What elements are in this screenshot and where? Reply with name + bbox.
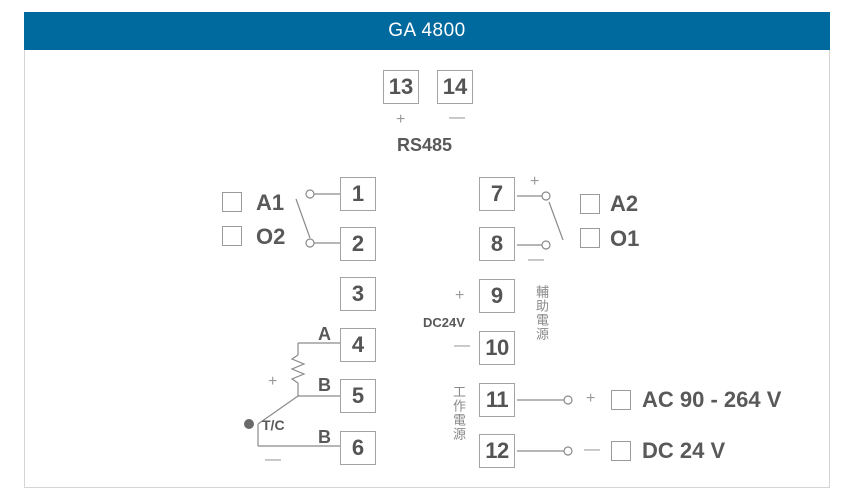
- alarm-a2-label: A2: [610, 191, 639, 216]
- terminal-6: 6: [340, 431, 376, 465]
- relay-switch-right: [548, 201, 564, 241]
- aux-power-vertical-label: 輔助電源: [534, 285, 549, 341]
- terminal-13: 13: [383, 70, 419, 104]
- dc-minus-sign: —: [584, 441, 600, 458]
- terminal-11: 11: [479, 383, 515, 417]
- wire-label-b-lower: B: [318, 427, 331, 447]
- terminal-4: 4: [340, 328, 376, 362]
- checkbox-ac[interactable]: [611, 390, 631, 410]
- ac-plus-sign: +: [586, 390, 596, 407]
- model-title: GA 4800: [388, 20, 466, 41]
- relay-minus-sign: —: [528, 251, 544, 268]
- node-dc: [563, 446, 573, 456]
- terminal-1: 1: [340, 177, 376, 211]
- checkbox-dc[interactable]: [611, 441, 631, 461]
- checkbox-a1[interactable]: [222, 192, 242, 212]
- header-bar: GA 4800: [24, 12, 830, 50]
- rs485-label: RS485: [397, 135, 453, 155]
- relay-switch-left: [295, 198, 311, 239]
- tc-label: T/C: [262, 417, 285, 433]
- aux-minus-sign: —: [454, 337, 470, 354]
- contact-node-8: [541, 240, 551, 250]
- output-o1-label: O1: [610, 226, 640, 251]
- contact-node-2: [305, 238, 315, 248]
- contact-node-7: [541, 191, 551, 201]
- output-o2-label: O2: [256, 224, 286, 249]
- terminal-8: 8: [479, 227, 515, 261]
- terminal-7: 7: [479, 177, 515, 211]
- node-ac: [563, 395, 573, 405]
- aux-voltage-label: DC24V: [423, 315, 465, 330]
- tc-minus-sign: —: [265, 451, 281, 468]
- terminal-14: 14: [437, 70, 473, 104]
- terminal-3: 3: [340, 277, 376, 311]
- ac-supply-label: AC 90 - 264 V: [642, 387, 782, 412]
- wire-label-a: A: [318, 324, 331, 344]
- tc-junction-dot: [244, 419, 254, 429]
- rs485-plus-sign: +: [396, 111, 406, 128]
- dc-supply-label: DC 24 V: [642, 438, 726, 463]
- terminal-12: 12: [479, 434, 515, 468]
- terminal-10: 10: [479, 331, 515, 365]
- checkbox-a2[interactable]: [580, 194, 600, 214]
- resistor-symbol: [290, 354, 306, 384]
- rs485-minus-sign: —: [449, 109, 465, 126]
- relay-plus-sign: +: [530, 173, 540, 190]
- aux-plus-sign: +: [455, 287, 465, 304]
- terminal-2: 2: [340, 227, 376, 261]
- checkbox-o2[interactable]: [222, 226, 242, 246]
- main-power-vertical-label: 工作電源: [451, 385, 466, 441]
- wire-label-b-upper: B: [318, 375, 331, 395]
- alarm-a1-label: A1: [256, 190, 285, 215]
- contact-node-1: [305, 189, 315, 199]
- tc-plus-sign: +: [268, 373, 278, 390]
- terminal-9: 9: [479, 279, 515, 313]
- checkbox-o1[interactable]: [580, 228, 600, 248]
- tc-lead-plus: [257, 395, 299, 425]
- terminal-5: 5: [340, 379, 376, 413]
- wiring-panel: [24, 12, 830, 488]
